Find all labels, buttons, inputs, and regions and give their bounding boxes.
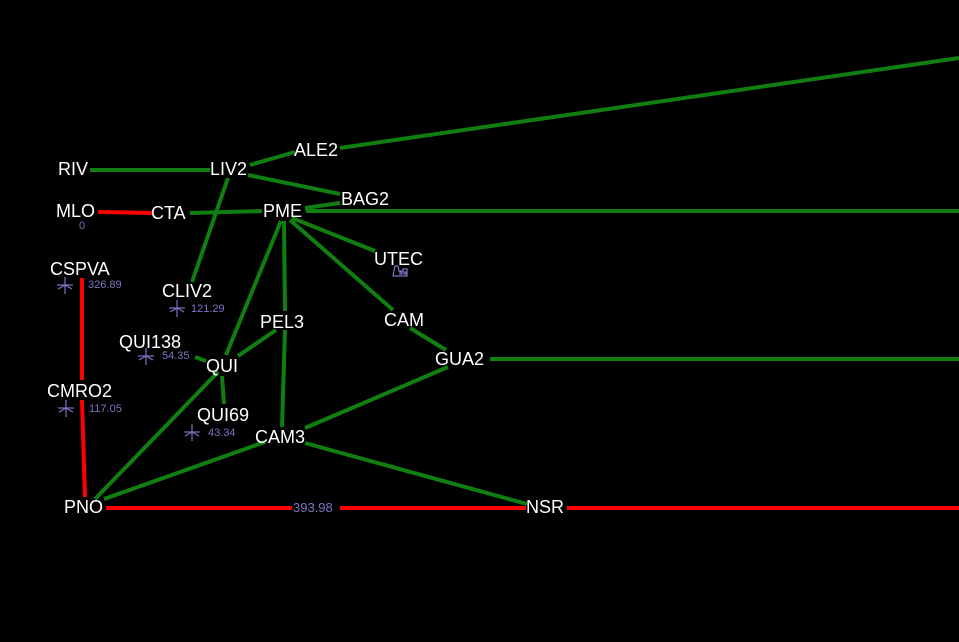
line-pme-bag2[interactable] xyxy=(304,201,341,210)
line-cam-gua2[interactable] xyxy=(408,326,448,352)
node-bag2[interactable]: BAG2 xyxy=(341,189,389,209)
node-qui138[interactable]: QUI138 xyxy=(119,332,181,352)
overloaded-lines xyxy=(80,210,959,510)
in-service-lines xyxy=(90,56,959,506)
wind-turbine-icon xyxy=(184,424,200,441)
line-qui-pno[interactable] xyxy=(93,370,220,501)
line-pme-cam[interactable] xyxy=(288,218,395,312)
value-qui138: 54.35 xyxy=(162,350,190,362)
wind-turbine-icon xyxy=(57,277,73,294)
node-utec[interactable]: UTEC xyxy=(374,249,423,269)
line-liv2-bag2[interactable] xyxy=(247,173,341,196)
node-cmro2[interactable]: CMRO2 xyxy=(47,381,112,401)
line-qui-qui69[interactable] xyxy=(220,375,226,405)
node-ale2[interactable]: ALE2 xyxy=(294,140,338,160)
node-pme[interactable]: PME xyxy=(263,201,302,221)
value-labels: 0 326.89 121.29 54.35 117.05 43.34 393.9… xyxy=(79,220,333,515)
value-cspva: 326.89 xyxy=(88,279,122,291)
line-liv2-cliv2[interactable] xyxy=(190,177,230,283)
node-nsr[interactable]: NSR xyxy=(526,497,564,517)
thermal-plant-icon xyxy=(392,265,408,277)
value-cliv2: 121.29 xyxy=(191,303,225,315)
node-pel3[interactable]: PEL3 xyxy=(260,312,304,332)
node-riv[interactable]: RIV xyxy=(58,159,88,179)
line-pme-qui[interactable] xyxy=(224,220,283,356)
wind-turbine-icon xyxy=(169,300,185,317)
generator-icons xyxy=(57,265,408,441)
node-cliv2[interactable]: CLIV2 xyxy=(162,281,212,301)
node-pno[interactable]: PNO xyxy=(64,497,103,517)
value-mlo: 0 xyxy=(79,220,85,232)
node-cspva[interactable]: CSPVA xyxy=(50,259,110,279)
value-pno-nsr: 393.98 xyxy=(293,500,333,515)
node-liv2[interactable]: LIV2 xyxy=(210,159,247,179)
node-cam[interactable]: CAM xyxy=(384,310,424,330)
line-cta-pme[interactable] xyxy=(189,209,263,215)
node-qui[interactable]: QUI xyxy=(206,356,238,376)
node-labels: ALE2 RIV LIV2 BAG2 MLO CTA PME UTEC CSPV… xyxy=(47,140,564,517)
line-cam3-nsr[interactable] xyxy=(304,441,528,506)
line-liv2-ale2[interactable] xyxy=(249,150,296,167)
line-pme-utec[interactable] xyxy=(291,216,376,253)
wind-turbine-icon xyxy=(138,348,154,365)
line-cmro2-pno[interactable] xyxy=(80,399,87,498)
line-cam3-gua2[interactable] xyxy=(304,365,449,430)
line-cam3-pno[interactable] xyxy=(103,440,266,501)
node-cam3[interactable]: CAM3 xyxy=(255,427,305,447)
line-mlo-cta[interactable] xyxy=(97,210,153,215)
line-pel3-cam3[interactable] xyxy=(280,329,287,428)
wind-turbine-icon xyxy=(58,400,74,417)
line-pel3-qui[interactable] xyxy=(236,328,278,358)
value-cmro2: 117.05 xyxy=(89,403,122,415)
line-ale2-east[interactable] xyxy=(339,56,959,150)
value-qui69: 43.34 xyxy=(208,427,236,439)
node-qui69[interactable]: QUI69 xyxy=(197,405,249,425)
node-gua2[interactable]: GUA2 xyxy=(435,349,484,369)
node-cta[interactable]: CTA xyxy=(151,203,186,223)
line-qui138-qui[interactable] xyxy=(194,355,207,363)
node-mlo[interactable]: MLO xyxy=(56,201,95,221)
line-pme-pel3[interactable] xyxy=(282,220,287,312)
